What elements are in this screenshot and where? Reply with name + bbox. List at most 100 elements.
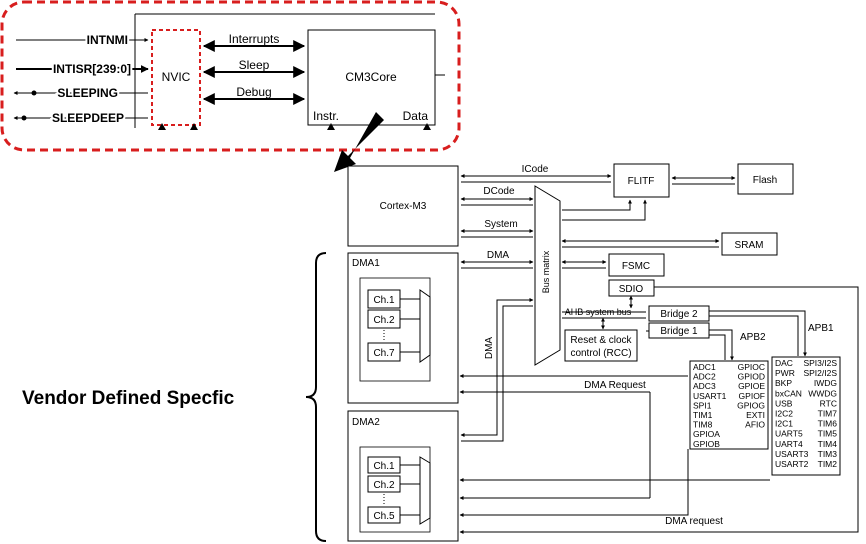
apb1-left-item: UART5 bbox=[775, 429, 803, 439]
nvic-label: NVIC bbox=[162, 70, 191, 84]
apb1-left-item: USB bbox=[775, 398, 793, 408]
dma2-ch1-label: Ch.1 bbox=[373, 461, 395, 472]
apb1-right-item: RTC bbox=[820, 398, 837, 408]
matrix-flitf-bus-2 bbox=[562, 199, 647, 221]
rcc-label-1: Reset & clock bbox=[570, 335, 632, 346]
apb2-left-item: USART1 bbox=[693, 391, 727, 401]
sleeping-dot bbox=[31, 90, 37, 96]
apb2-bus-2 bbox=[709, 334, 726, 360]
apb1-left-item: I2C2 bbox=[775, 409, 793, 419]
apb1-left-item: BKP bbox=[775, 378, 792, 388]
dma-v-label: DMA bbox=[484, 337, 495, 360]
apb1-bus bbox=[709, 310, 807, 357]
dma1-ch2-label: Ch.2 bbox=[373, 315, 395, 326]
cm3core-label: CM3Core bbox=[345, 70, 397, 84]
apb1-right-item: TIM3 bbox=[818, 449, 838, 459]
nvic-box bbox=[151, 29, 201, 126]
dma1-mux bbox=[419, 289, 431, 363]
instr-port: Instr. bbox=[313, 109, 339, 123]
dma-request-2: DMA request bbox=[665, 516, 723, 527]
dma-request-1: DMA Request bbox=[584, 380, 646, 391]
rcc-box bbox=[564, 329, 638, 362]
apb2-right-item: GPIOE bbox=[738, 381, 765, 391]
apb2-bus bbox=[709, 329, 734, 361]
apb1-left-item: USART3 bbox=[775, 449, 809, 459]
sleep-label: Sleep bbox=[239, 58, 270, 72]
bus-matrix-label: Bus matrix bbox=[541, 250, 551, 293]
apb1-right-item: TIM4 bbox=[818, 439, 838, 449]
dma1-box bbox=[347, 252, 459, 404]
bridge1-label: Bridge 1 bbox=[660, 326, 698, 337]
vendor-label: Vendor Defined Specfic bbox=[22, 388, 235, 409]
apb1-right-item: WWDG bbox=[808, 388, 837, 398]
apb1-label: APB1 bbox=[808, 323, 834, 334]
apb2-left-item: ADC1 bbox=[693, 362, 716, 372]
bridge2-box bbox=[648, 305, 710, 322]
apb2-right-item: GPIOF bbox=[739, 391, 765, 401]
apb2-left-item: TIM8 bbox=[693, 420, 713, 430]
apb1-right-item: SPI3/I2S bbox=[803, 358, 837, 368]
apb2-right-item: GPIOC bbox=[738, 362, 765, 372]
interrupts-label: Interrupts bbox=[229, 32, 280, 46]
apb2-left-item: ADC2 bbox=[693, 372, 716, 382]
dma-v-bus-2 bbox=[461, 305, 533, 442]
sleepdeep-dot bbox=[21, 115, 27, 121]
intisr-bg: INTISR[239:0] bbox=[53, 62, 131, 76]
bridge2-label: Bridge 2 bbox=[660, 309, 698, 320]
apb2-left-item: ADC3 bbox=[693, 381, 716, 391]
apb2-right-item: GPIOG bbox=[737, 400, 765, 410]
data-tri bbox=[423, 123, 431, 130]
nvic-tri-right bbox=[190, 123, 198, 130]
apb1-left-item: PWR bbox=[775, 368, 795, 378]
sdio-label: SDIO bbox=[619, 284, 644, 295]
bus-matrix bbox=[534, 185, 561, 366]
apb1-bus-2 bbox=[709, 315, 799, 356]
dma1-ch7-label: Ch.7 bbox=[373, 348, 395, 359]
dma2-ch2-label: Ch.2 bbox=[373, 480, 395, 491]
rcc-label-2: control (RCC) bbox=[570, 348, 631, 359]
debug-label: Debug bbox=[236, 85, 271, 99]
nvic-tri-left bbox=[158, 123, 166, 130]
dma2-label: DMA2 bbox=[352, 417, 380, 428]
apb1-right-item: TIM7 bbox=[818, 409, 838, 419]
sram-box bbox=[721, 232, 778, 256]
instr-tri bbox=[327, 123, 335, 130]
apb1-left-item: bxCAN bbox=[775, 388, 802, 398]
apb1-left-list: DACPWRBKPbxCANUSBI2C2I2C1UART5UART4USART… bbox=[775, 358, 809, 469]
flash-box bbox=[737, 163, 794, 195]
apb2-peripherals bbox=[689, 360, 769, 450]
apb1-left-item: DAC bbox=[775, 358, 793, 368]
intisr-label: INTISR[239:0] bbox=[53, 62, 131, 76]
matrix-flitf-bus bbox=[562, 199, 632, 211]
apb2-right-item: AFIO bbox=[745, 420, 765, 430]
flitf-box bbox=[613, 163, 670, 198]
dma2-mux bbox=[419, 456, 431, 525]
data-port: Data bbox=[403, 109, 429, 123]
dcode-label: DCode bbox=[483, 186, 515, 197]
highlight-frame bbox=[0, 0, 461, 152]
apb2-label: APB2 bbox=[740, 332, 766, 343]
apb1-left-item: UART4 bbox=[775, 439, 803, 449]
apb1-right-item: IWDG bbox=[814, 378, 837, 388]
dma1-label: DMA1 bbox=[352, 258, 380, 269]
sleeping-bg: SLEEPING bbox=[57, 86, 118, 100]
apb1-right-list: SPI3/I2SSPI2/I2SIWDGWWDGRTCTIM7TIM6TIM5T… bbox=[803, 358, 837, 469]
fsmc-box bbox=[608, 253, 665, 277]
dma1-ch1-label: Ch.1 bbox=[373, 295, 395, 306]
apb1-right-item: TIM2 bbox=[818, 459, 838, 469]
apb1-right-item: TIM5 bbox=[818, 429, 838, 439]
apb2-right-item: EXTI bbox=[746, 410, 765, 420]
sleepdeep-bg: SLEEPDEEP bbox=[52, 111, 124, 125]
cortex-m3-box bbox=[347, 165, 459, 247]
intnmi-bg: INTNMI bbox=[87, 33, 128, 47]
vendor-brace bbox=[305, 252, 327, 542]
apb1-peripherals bbox=[771, 356, 841, 476]
dma2-req-3 bbox=[459, 449, 689, 517]
apb1-left-item: USART2 bbox=[775, 459, 809, 469]
flitf-label: FLITF bbox=[628, 176, 655, 187]
apb1-right-item: TIM6 bbox=[818, 419, 838, 429]
apb2-left-item: SPI1 bbox=[693, 400, 712, 410]
apb1-left-item: I2C1 bbox=[775, 419, 793, 429]
icode-label: ICode bbox=[522, 164, 549, 175]
